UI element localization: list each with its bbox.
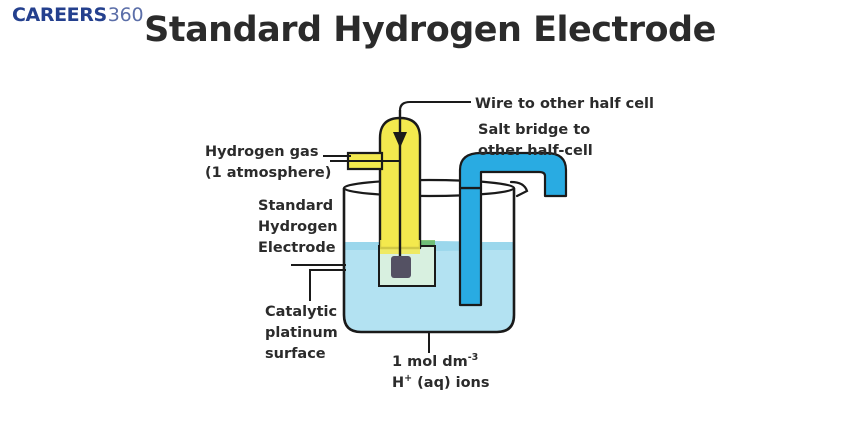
label-electrode-line2: Hydrogen: [258, 219, 338, 235]
label-solution-ions: H+ (aq) ions: [392, 373, 490, 391]
diagram-canvas: Wire to other half cell Salt bridge to o…: [205, 96, 654, 391]
gas-flow-arrow-icon: [393, 132, 407, 148]
wire-leader-line: [398, 101, 471, 112]
label-conc-superscript: -3: [468, 352, 479, 363]
electrode-wire-group: [393, 101, 471, 258]
label-ion-rest: (aq) ions: [412, 375, 489, 391]
logo-careers-text: CAREERS: [12, 4, 107, 26]
label-conc-main: 1 mol dm: [392, 354, 468, 370]
label-electrode-line1: Standard: [258, 198, 333, 214]
salt-bridge-limb: [458, 186, 483, 307]
salt-bridge-arch: [458, 151, 568, 198]
label-salt-bridge-line2: other half-cell: [478, 143, 593, 159]
page-title: Standard Hydrogen Electrode: [144, 10, 716, 50]
standard-hydrogen-electrode-diagram: Wire to other half cell Salt bridge to o…: [0, 70, 860, 430]
beaker-spout: [509, 180, 529, 198]
label-platinum-line3: surface: [265, 346, 326, 362]
label-electrode-line3: Electrode: [258, 240, 336, 256]
catalytic-platinum-square: [391, 256, 411, 278]
label-platinum-line2: platinum: [265, 325, 338, 341]
careers360-logo: CAREERS 360: [12, 4, 144, 26]
label-wire-to-other-half-cell: Wire to other half cell: [475, 96, 654, 112]
logo-360-text: 360: [107, 4, 144, 26]
label-platinum-line1: Catalytic: [265, 304, 337, 320]
label-solution-concentration: 1 mol dm-3: [392, 352, 478, 370]
salt-bridge-group: [458, 151, 568, 307]
beaker-rim: [342, 178, 516, 198]
label-hydrogen-gas-line1: Hydrogen gas: [205, 144, 318, 160]
label-ion-h: H: [392, 375, 404, 391]
label-hydrogen-gas-line2: (1 atmosphere): [205, 165, 331, 181]
label-ion-superscript: +: [404, 373, 412, 384]
platinum-leader-line: [309, 269, 346, 301]
beaker-group: [342, 178, 529, 334]
label-salt-bridge-line1: Salt bridge to: [478, 122, 590, 138]
